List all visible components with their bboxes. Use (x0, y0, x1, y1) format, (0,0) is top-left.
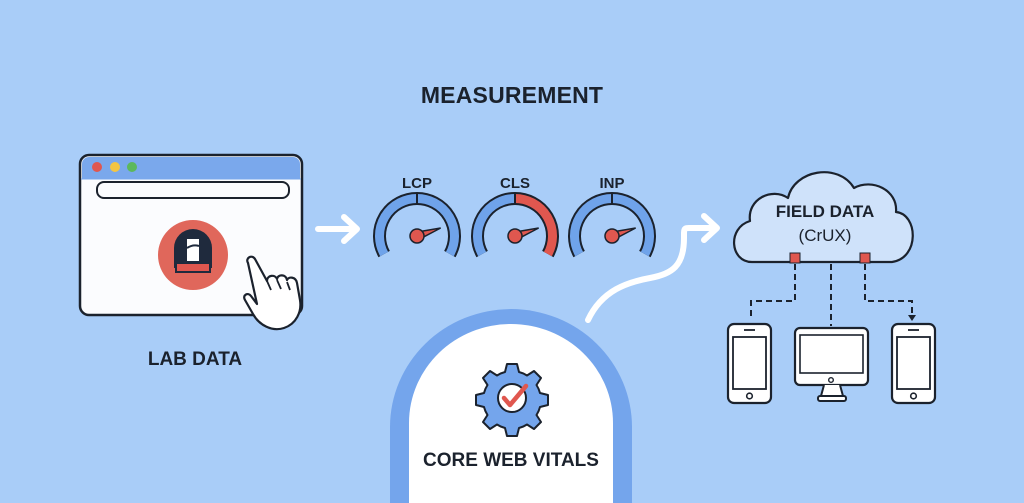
pointer-hand-icon (243, 255, 302, 331)
gauge-arc-right (611, 194, 654, 257)
window-dot-yellow (110, 162, 120, 172)
gauge-hub (409, 228, 425, 244)
cloud-icon (733, 171, 914, 264)
page-title: MEASUREMENT (420, 82, 604, 108)
field-data-label: FIELD DATA (CrUX) (755, 200, 895, 248)
gauge-lcp-icon (373, 192, 461, 258)
window-dot-red (92, 162, 102, 172)
mobile-phone-icon-right (890, 322, 937, 405)
gauge-hub (604, 228, 620, 244)
gauge-arc-left (375, 194, 418, 257)
field-data-subtitle: (CrUX) (798, 226, 852, 245)
gauge-arc-left (473, 194, 516, 257)
curved-arrow-icon (585, 213, 720, 323)
gauge-cls-icon (471, 192, 559, 258)
window-dot-green (127, 162, 137, 172)
connector-node (789, 252, 801, 264)
gauge-arc-right (416, 194, 459, 257)
arrow-right-icon (315, 214, 360, 244)
lighthouse-logo-icon (158, 220, 228, 290)
desktop-monitor-icon (793, 326, 870, 402)
gauge-arc-left (570, 194, 613, 257)
connector-node (859, 252, 871, 264)
address-bar (96, 181, 290, 199)
field-data-title: FIELD DATA (775, 202, 875, 221)
gauge-hub (507, 228, 523, 244)
core-web-vitals-label: CORE WEB VITALS (423, 450, 599, 471)
gauge-label-lcp: LCP (402, 175, 432, 192)
dashed-connectors (750, 264, 913, 326)
gauge-inp-icon (568, 192, 656, 258)
lab-data-label: LAB DATA (147, 349, 243, 370)
gauge-label-inp: INP (599, 175, 625, 192)
gear-check-icon (475, 363, 549, 437)
mobile-phone-icon-left (726, 322, 773, 405)
gauge-label-cls: CLS (500, 175, 530, 192)
gauge-arc-right (514, 194, 557, 257)
